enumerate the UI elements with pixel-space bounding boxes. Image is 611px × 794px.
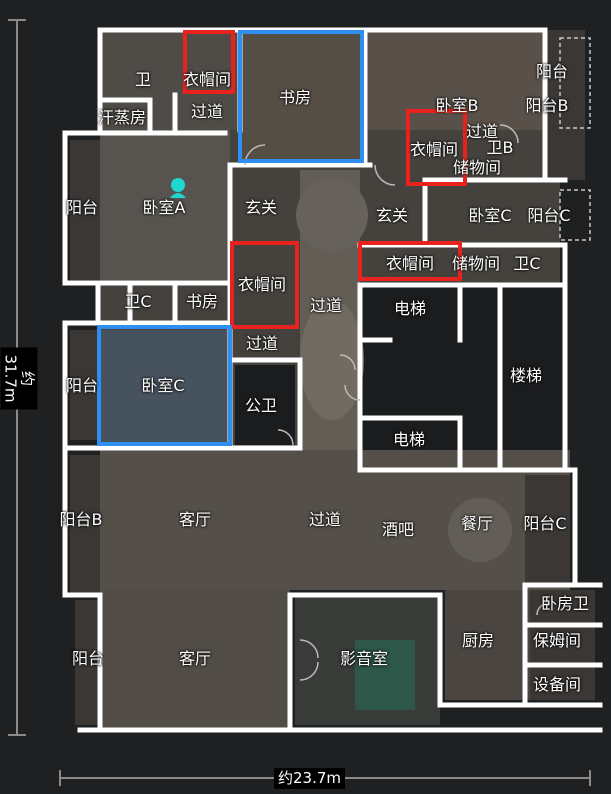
room-label[interactable]: 书房: [278, 88, 312, 107]
room-label[interactable]: 衣帽间: [409, 140, 459, 159]
room-label[interactable]: 卧室A: [142, 198, 186, 217]
room-label[interactable]: 客厅: [178, 649, 212, 668]
location-marker-icon: [170, 178, 186, 198]
room-label[interactable]: 衣帽间: [182, 70, 232, 89]
balcony-outlines: [559, 37, 591, 241]
room-label[interactable]: 玄关: [375, 206, 409, 225]
room-label[interactable]: 电梯: [393, 299, 427, 318]
room-label[interactable]: 客厅: [178, 510, 212, 529]
room-label[interactable]: 汗蒸房: [97, 108, 147, 127]
room-label[interactable]: 卧室B: [435, 96, 479, 115]
room-label[interactable]: 楼梯: [509, 366, 543, 385]
room-label[interactable]: 卫: [134, 70, 152, 89]
room-label[interactable]: 设备间: [532, 675, 582, 694]
room-label[interactable]: 公卫: [244, 396, 278, 415]
height-dimension-label: 约31.7m: [0, 347, 38, 410]
room-label[interactable]: 衣帽间: [237, 275, 287, 294]
width-dimension-label: 约23.7m: [274, 768, 346, 789]
room-label[interactable]: 阳台C: [527, 206, 571, 225]
room-label[interactable]: 玄关: [244, 198, 278, 217]
highlight-blue: [97, 30, 364, 446]
room-label[interactable]: 阳台B: [59, 510, 103, 529]
room-label[interactable]: 衣帽间: [385, 254, 435, 273]
room-label[interactable]: 阳台B: [525, 96, 569, 115]
room-label[interactable]: 过道: [245, 334, 279, 353]
room-label[interactable]: 厨房: [461, 631, 495, 650]
room-label[interactable]: 阳台: [65, 198, 99, 217]
room-label[interactable]: 酒吧: [381, 520, 415, 539]
room-label[interactable]: 过道: [309, 296, 343, 315]
room-label[interactable]: 储物间: [451, 254, 501, 273]
room-label[interactable]: 过道: [465, 122, 499, 141]
room-label[interactable]: 过道: [308, 510, 342, 529]
room-label[interactable]: 卧房卫: [540, 594, 590, 613]
room-label[interactable]: 保姆间: [532, 631, 582, 650]
room-floor-fills: [70, 30, 595, 730]
room-label[interactable]: 卧室C: [468, 206, 512, 225]
room-label[interactable]: 阳台C: [523, 514, 567, 533]
room-label[interactable]: 阳台: [535, 62, 569, 81]
room-label[interactable]: 书房: [185, 292, 219, 311]
room-label[interactable]: 电梯: [392, 430, 426, 449]
highlight-red: [183, 30, 467, 329]
room-label[interactable]: 卫B: [486, 138, 514, 157]
room-label[interactable]: 影音室: [339, 649, 389, 668]
doors: [244, 124, 550, 681]
room-label[interactable]: 餐厅: [460, 514, 494, 533]
room-label[interactable]: 过道: [190, 102, 224, 121]
room-label[interactable]: 卧室C: [141, 376, 185, 395]
room-label[interactable]: 卫C: [124, 292, 152, 311]
room-label[interactable]: 阳台: [65, 376, 99, 395]
room-label[interactable]: 储物间: [452, 158, 502, 177]
room-label[interactable]: 阳台: [71, 649, 105, 668]
room-label[interactable]: 卫C: [513, 254, 541, 273]
